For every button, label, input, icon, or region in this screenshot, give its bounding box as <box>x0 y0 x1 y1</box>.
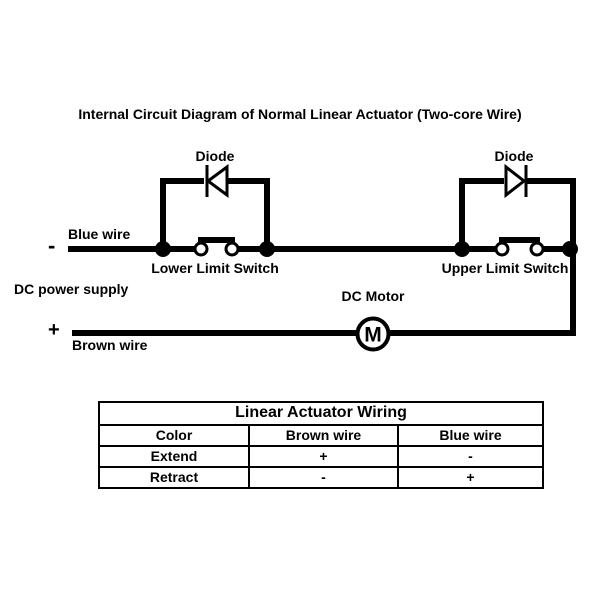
junction-dot <box>562 241 578 257</box>
table-row: Extend + - <box>98 445 544 468</box>
header-blue-wire: Blue wire <box>397 424 544 447</box>
blue-wire-label: Blue wire <box>68 226 131 242</box>
header-color: Color <box>98 424 250 447</box>
upper-limit-switch-contact-right <box>529 241 545 257</box>
junction-dot <box>259 241 275 257</box>
upper-limit-switch-label: Upper Limit Switch <box>441 260 569 276</box>
row-brown-value: + <box>248 445 399 468</box>
right-side-wire <box>526 178 576 333</box>
junction-dot <box>454 241 470 257</box>
row-brown-value: - <box>248 466 399 489</box>
motor-symbol: M <box>364 324 382 347</box>
wiring-table-title: Linear Actuator Wiring <box>98 401 544 426</box>
right-diode-triangle <box>504 163 527 199</box>
lower-limit-switch-label: Lower Limit Switch <box>151 260 279 276</box>
row-blue-value: + <box>397 466 544 489</box>
left-diode-loop <box>160 178 270 252</box>
right-diode-label: Diode <box>494 148 534 164</box>
row-label: Extend <box>98 445 250 468</box>
minus-terminal: - <box>48 233 56 258</box>
right-diode-loop <box>459 178 504 252</box>
brown-wire-label: Brown wire <box>72 337 148 353</box>
table-header-row: Color Brown wire Blue wire <box>98 424 544 447</box>
motor-circle <box>355 316 391 352</box>
junction-dot <box>155 241 171 257</box>
plus-terminal: + <box>48 319 60 341</box>
table-row: Retract - + <box>98 466 544 489</box>
row-blue-value: - <box>397 445 544 468</box>
lower-limit-switch-contact-right <box>224 241 240 257</box>
upper-limit-switch-contact-left <box>494 241 510 257</box>
lower-limit-switch-contact-left <box>193 241 209 257</box>
page-title: Internal Circuit Diagram of Normal Linea… <box>78 106 522 122</box>
row-label: Retract <box>98 466 250 489</box>
left-diode-triangle <box>205 164 229 198</box>
left-diode-label: Diode <box>195 148 235 164</box>
dc-motor-label: DC Motor <box>341 288 405 304</box>
header-brown-wire: Brown wire <box>248 424 399 447</box>
table-title-row: Linear Actuator Wiring <box>98 401 544 426</box>
dc-power-supply-label: DC power supply <box>14 281 129 297</box>
wiring-table: Linear Actuator Wiring Color Brown wire … <box>98 401 544 489</box>
